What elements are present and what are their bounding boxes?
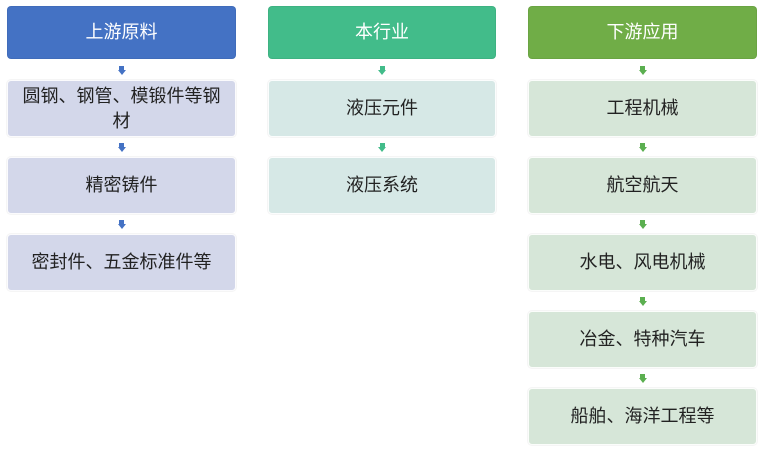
header-upstream: 上游原料 <box>7 6 236 59</box>
arrow-down-icon <box>638 297 647 306</box>
header-downstream: 下游应用 <box>528 6 757 59</box>
header-industry: 本行业 <box>268 6 496 59</box>
downstream-item: 水电、风电机械 <box>528 234 757 291</box>
arrow-down-icon <box>638 374 647 383</box>
arrow-down-icon <box>117 66 126 75</box>
downstream-item: 船舶、海洋工程等 <box>528 388 757 445</box>
industry-item: 液压系统 <box>268 157 496 214</box>
arrow-down-icon <box>378 143 386 152</box>
industry-item: 液压元件 <box>268 80 496 137</box>
upstream-item: 圆钢、钢管、模锻件等钢材 <box>7 80 236 137</box>
arrow-down-icon <box>638 66 647 75</box>
upstream-item: 精密铸件 <box>7 157 236 214</box>
arrow-down-icon <box>638 220 647 229</box>
downstream-item: 冶金、特种汽车 <box>528 311 757 368</box>
upstream-item: 密封件、五金标准件等 <box>7 234 236 291</box>
arrow-down-icon <box>117 143 126 152</box>
downstream-item: 航空航天 <box>528 157 757 214</box>
arrow-down-icon <box>378 66 386 75</box>
arrow-down-icon <box>117 220 126 229</box>
downstream-item: 工程机械 <box>528 80 757 137</box>
arrow-down-icon <box>638 143 647 152</box>
